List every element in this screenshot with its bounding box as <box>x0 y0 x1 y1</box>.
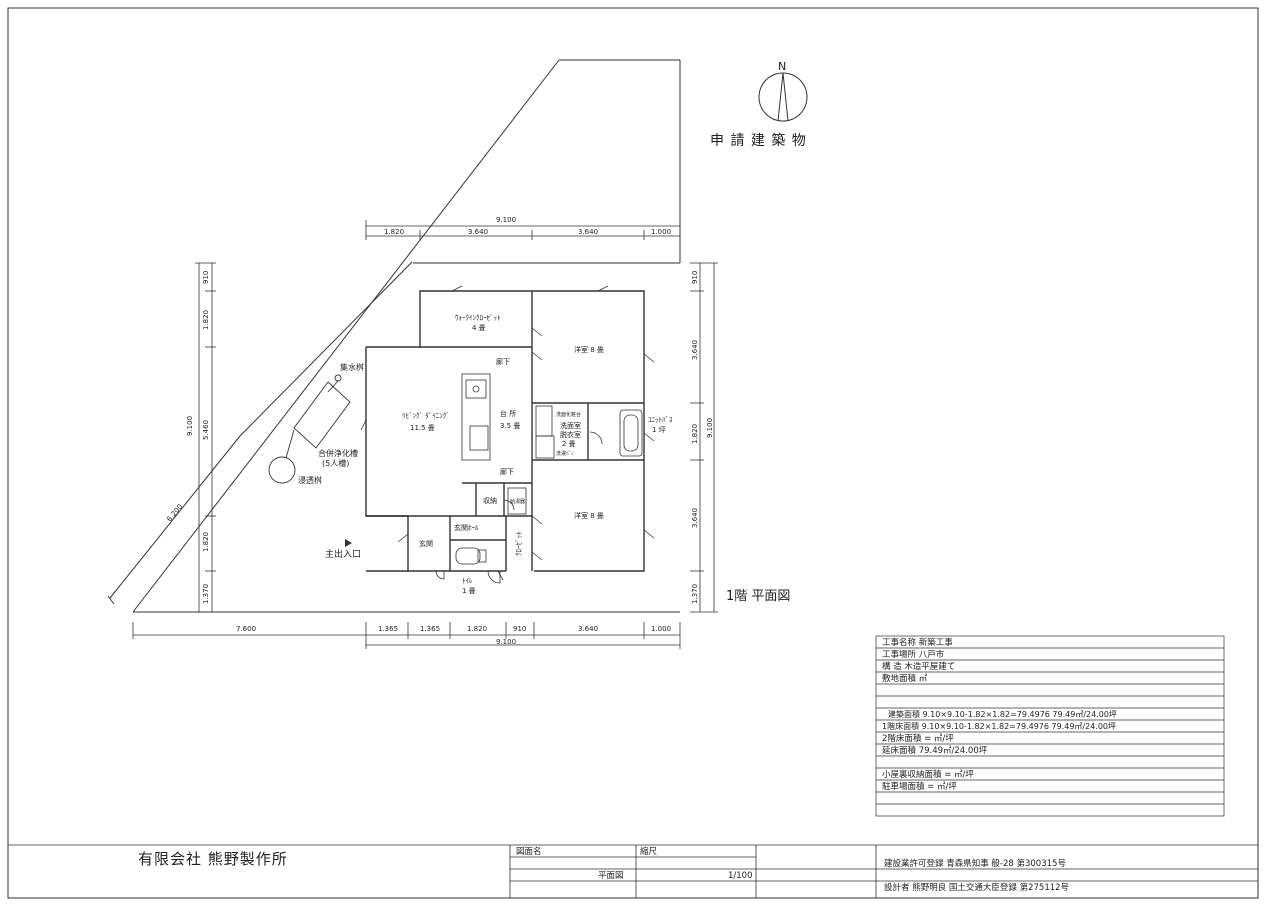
dim-lines-left <box>195 262 216 613</box>
dim-bottom-seg-1: 7.600 <box>236 625 256 633</box>
dim-left-total: 9.100 <box>186 416 194 436</box>
room-water-heater: 給湯器 <box>510 498 525 505</box>
dim-top-seg-2: 3.640 <box>468 228 488 236</box>
label-infiltration-basin: 浸透桝 <box>298 475 322 485</box>
dim-right-total: 9.100 <box>706 418 714 438</box>
dim-bottom-total: 9.100 <box>496 638 516 646</box>
info-row-9: 2階床面積 = ㎡/坪 <box>882 733 954 744</box>
info-row-1: 工事名称 新築工事 <box>882 637 953 648</box>
dim-left-seg-2: 1.820 <box>202 310 210 330</box>
room-walk-in-closet-size: 4 畳 <box>472 324 486 332</box>
footer-title-block <box>8 844 1258 898</box>
room-washroom: 洗面室 <box>560 421 581 430</box>
dim-lines-right <box>690 262 718 613</box>
info-row-7: 建築面積 9.10×9.10-1.82×1.82=79.4976 79.49㎡/… <box>888 709 1117 719</box>
room-washing-machine: 洗濯ﾊﾟﾝ <box>556 450 574 457</box>
room-corridor-mid: 廊下 <box>500 467 514 476</box>
room-vanity: 洗面化粧台 <box>556 411 581 418</box>
footer-drawing-name-label: 図面名 <box>516 846 542 857</box>
info-row-2: 工事場所 八戸市 <box>882 649 945 660</box>
floor-plan-fixtures <box>455 373 643 565</box>
compass-north-label: N <box>778 60 786 73</box>
dim-left-seg-5: 1.370 <box>202 584 210 604</box>
dim-bottom-seg-4: 1.820 <box>467 625 487 633</box>
dim-right-seg-1: 910 <box>691 271 699 284</box>
room-entrance-hall: 玄関ﾎｰﾙ <box>454 523 479 532</box>
label-septic-tank: 合併浄化槽 <box>318 448 358 458</box>
room-kitchen: 台 所 <box>500 409 516 418</box>
info-row-8: 1階床面積 9.10×9.10-1.82×1.82=79.4976 79.49㎡… <box>882 721 1116 731</box>
dim-left-seg-3: 5.460 <box>202 420 210 440</box>
room-corridor-top: 廊下 <box>496 357 510 366</box>
footer-company: 有限会社 熊野製作所 <box>138 850 288 868</box>
dim-top-total: 9.100 <box>496 216 516 224</box>
label-main-entrance: 主出入口 <box>325 548 361 560</box>
room-living-dining: ﾘﾋﾞﾝｸﾞ ﾀﾞｲﾆﾝｸﾞ <box>402 412 450 420</box>
dim-top-seg-3: 3.640 <box>578 228 598 236</box>
dim-diagonal: 6.200 <box>165 503 184 523</box>
entrance-arrow-icon <box>345 539 352 547</box>
info-row-4: 敷地面積 ㎡ <box>882 673 928 684</box>
footer-designer: 設計者 熊野明良 国土交通大臣登録 第275112号 <box>884 882 1069 893</box>
room-closet: ｸﾛｰｾﾞｯﾄ <box>515 532 523 557</box>
dim-right-seg-3: 1.820 <box>691 424 699 444</box>
dim-top-seg-4: 1.000 <box>651 228 671 236</box>
building-title: 申 請 建 築 物 <box>710 133 807 149</box>
room-unit-bath-size: 1 坪 <box>652 426 666 434</box>
dim-right-seg-2: 3.640 <box>691 340 699 360</box>
dim-left-seg-1: 910 <box>202 271 210 284</box>
dim-right-seg-5: 1.370 <box>691 584 699 604</box>
door-swings <box>397 327 655 584</box>
floor-plan-title: 1階 平面図 <box>726 589 790 604</box>
north-compass: N <box>758 60 808 122</box>
label-collection-basin: 集水桝 <box>340 362 364 372</box>
info-row-10: 延床面積 79.49㎡/24.00坪 <box>882 745 988 756</box>
dim-bottom-seg-3: 1.365 <box>420 625 440 633</box>
dim-bottom-seg-6: 3.640 <box>578 625 598 633</box>
label-septic-capacity: (5人槽) <box>322 458 349 468</box>
room-unit-bath: ﾕﾆｯﾄﾊﾞｽ <box>648 416 673 424</box>
dim-right-seg-4: 3.640 <box>691 508 699 528</box>
info-row-3: 構 造 木造平屋建て <box>882 661 955 672</box>
floor-plan-walls <box>365 290 645 572</box>
dim-top-seg-1: 1.820 <box>384 228 404 236</box>
room-western-1: 洋室 8 畳 <box>574 345 604 354</box>
footer-scale: 1/100 <box>728 871 753 881</box>
dim-left-seg-4: 1.820 <box>202 532 210 552</box>
room-toilet: ﾄｲﾚ <box>462 577 473 585</box>
window-marks <box>360 285 609 581</box>
room-living-dining-size: 11.5 畳 <box>410 424 435 432</box>
room-western-2: 洋室 8 畳 <box>574 511 604 520</box>
dim-bottom-seg-5: 910 <box>513 625 526 633</box>
room-toilet-size: 1 畳 <box>462 587 476 595</box>
room-storage: 収納 <box>483 496 497 505</box>
room-dressing: 脱衣室 <box>560 430 581 439</box>
project-info-table <box>875 635 1225 817</box>
septic-system <box>268 374 351 484</box>
room-walk-in-closet: ｳｫｰｸｲﾝｸﾛｰｾﾞｯﾄ <box>455 314 501 322</box>
room-kitchen-size: 3.5 畳 <box>500 422 520 430</box>
info-row-12: 小屋裏収納面積 = ㎡/坪 <box>882 769 974 780</box>
footer-license: 建設業許可登録 青森県知事 般-28 第300315号 <box>884 858 1066 869</box>
dim-lines-top <box>365 220 681 240</box>
room-entrance: 玄関 <box>419 539 433 548</box>
room-washroom-size: 2 畳 <box>562 440 576 448</box>
dim-bottom-seg-2: 1.365 <box>378 625 398 633</box>
dim-lines-bottom <box>132 622 681 649</box>
sheet-border <box>7 7 1259 899</box>
footer-scale-label: 縮尺 <box>640 846 658 857</box>
site-boundary <box>107 59 681 613</box>
dim-bottom-seg-7: 1.000 <box>651 625 671 633</box>
info-row-13: 駐車場面積 = ㎡/坪 <box>882 781 957 792</box>
footer-drawing-name: 平面図 <box>598 871 624 881</box>
